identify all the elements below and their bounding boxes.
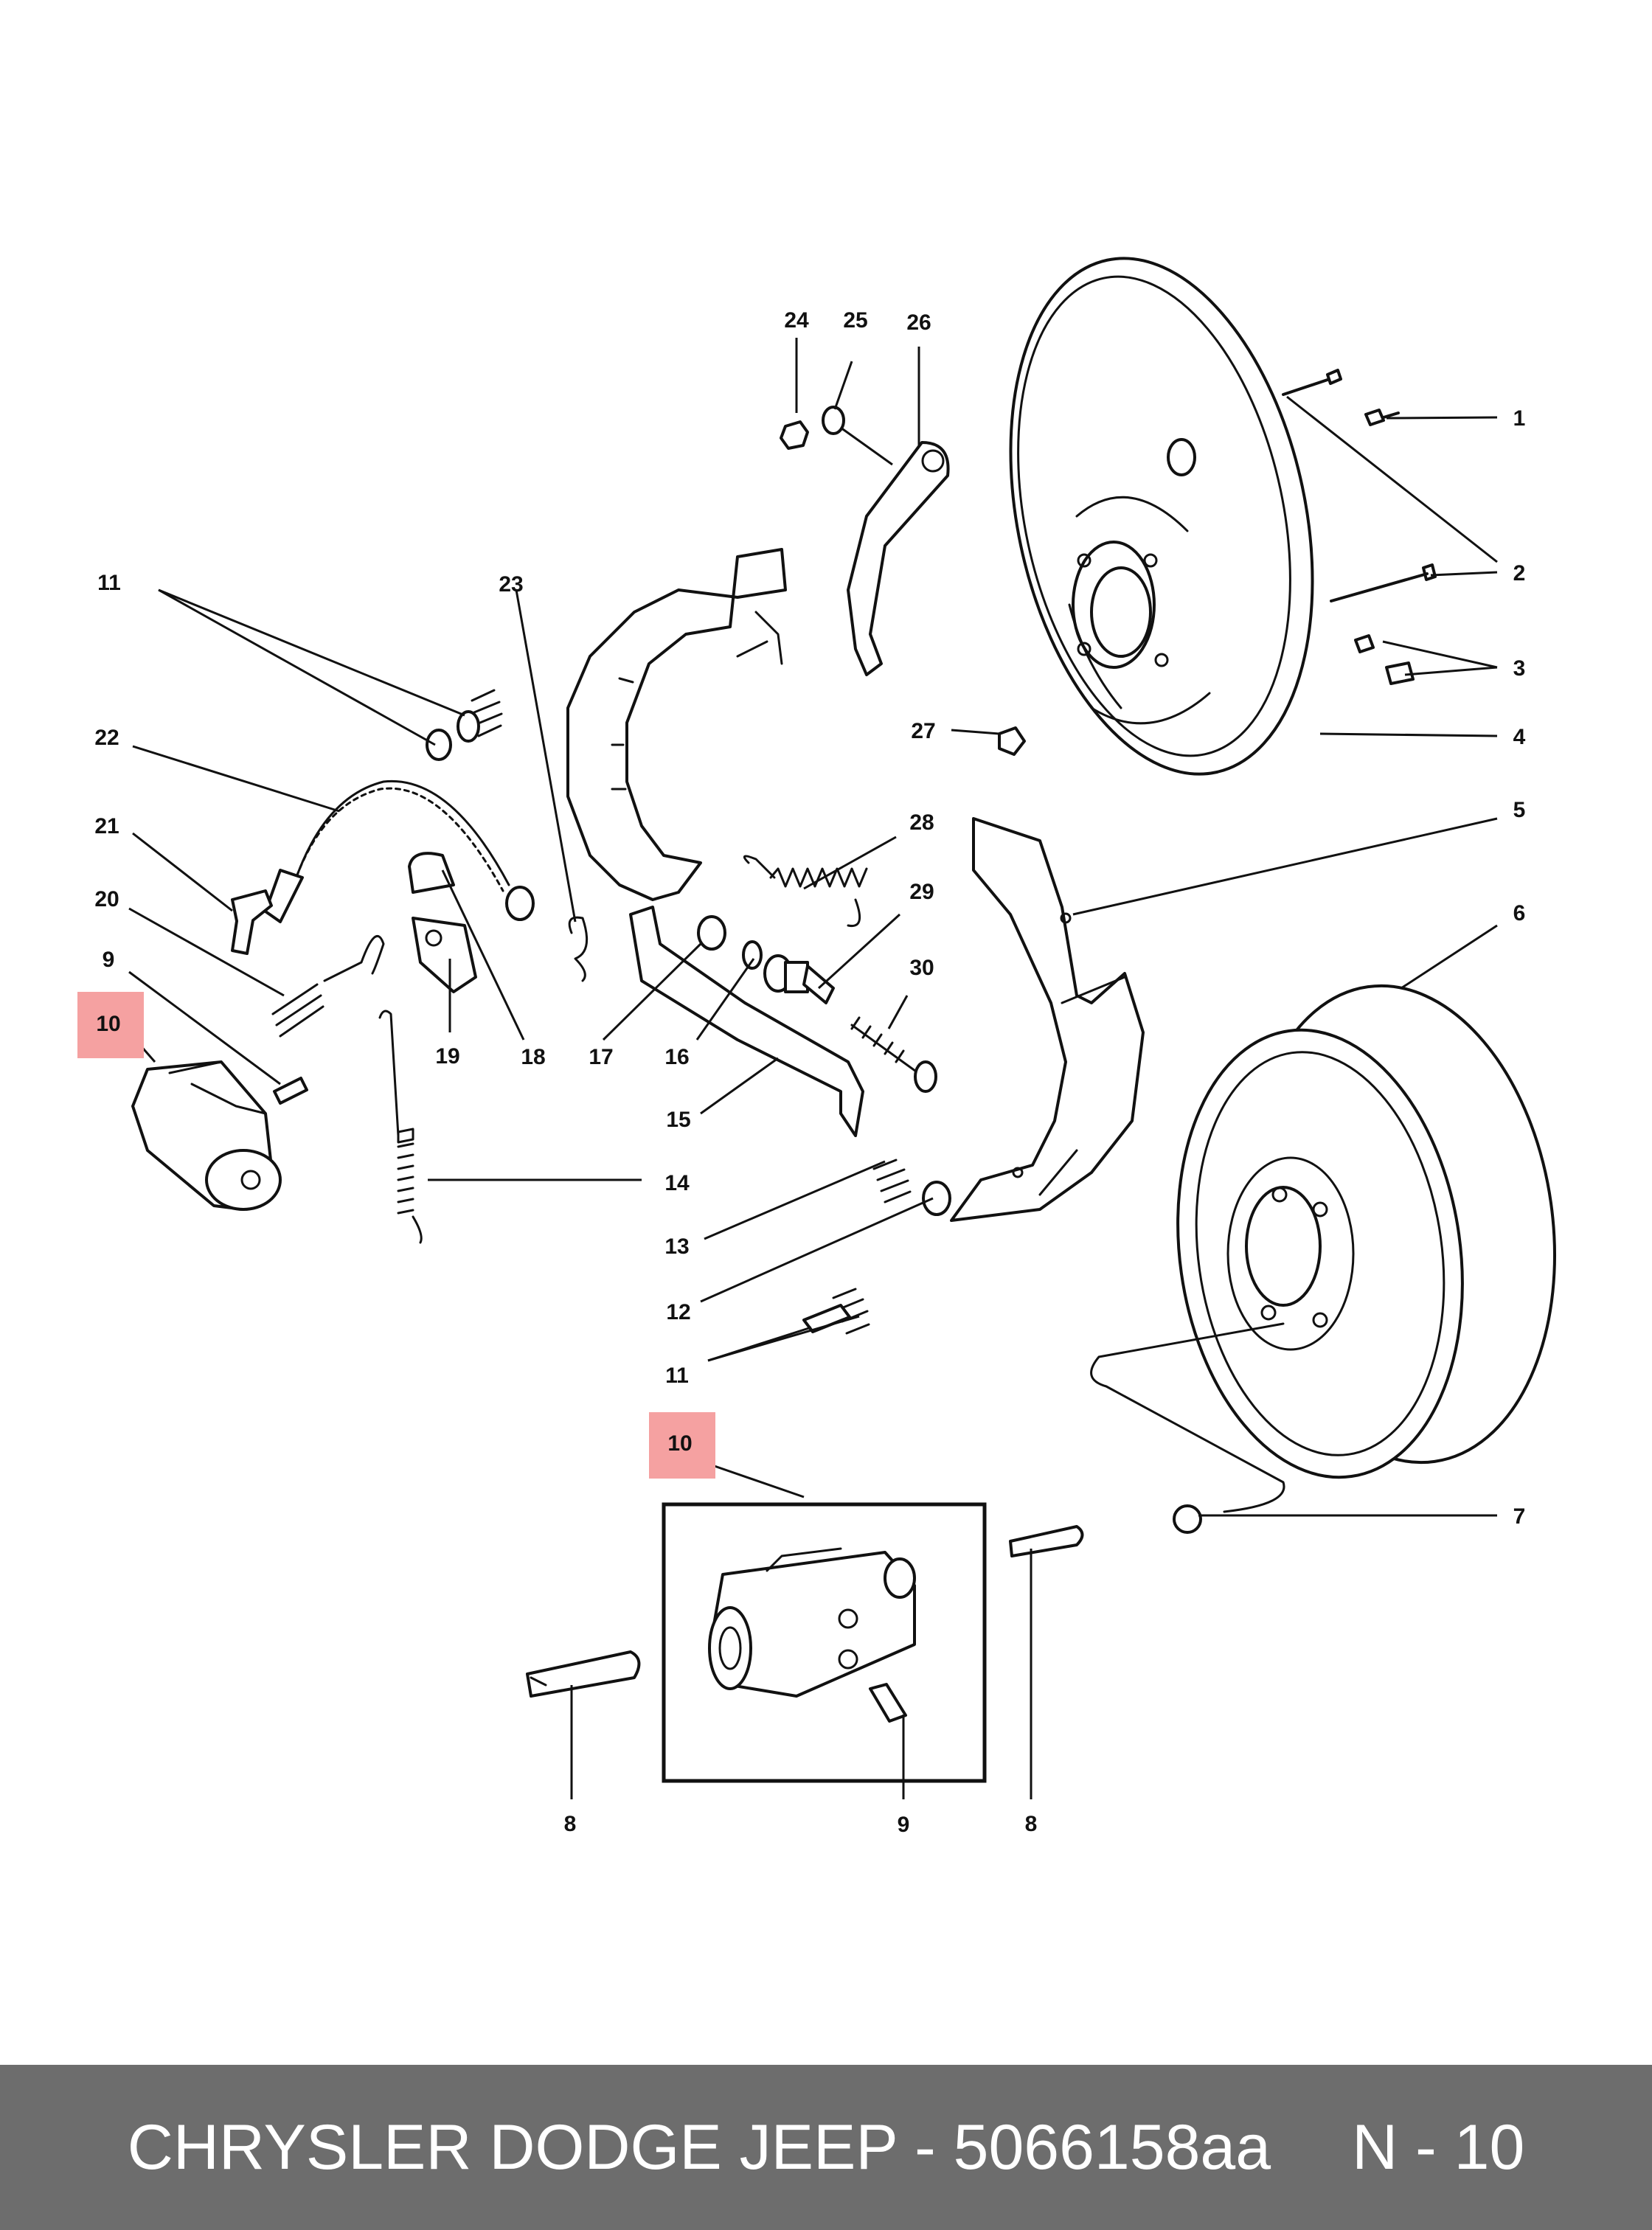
callout-13: 13 — [664, 1234, 689, 1259]
callout-3: 3 — [1513, 656, 1526, 681]
callout-18: 18 — [521, 1045, 545, 1069]
callout-5: 5 — [1513, 798, 1526, 822]
nut-washer-part — [780, 406, 845, 450]
footer-bar: CHRYSLER DODGE JEEP - 5066158aa N - 10 — [0, 2065, 1652, 2230]
adjuster-cable-spring-part — [271, 934, 385, 1038]
bleeder-screw-part — [273, 1077, 308, 1105]
callout-16: 16 — [664, 1045, 689, 1069]
clip-part — [998, 726, 1026, 756]
callout-20: 20 — [94, 887, 119, 911]
callout-22: 22 — [94, 726, 119, 750]
callout-29: 29 — [909, 880, 934, 904]
highlight-callout-10-upper — [77, 992, 144, 1058]
highlight-callout-10-lower — [649, 1412, 715, 1479]
callout-15: 15 — [666, 1108, 690, 1132]
callout-8b: 8 — [1025, 1812, 1038, 1836]
callout-21: 21 — [94, 814, 119, 838]
retaining-clip-part — [1090, 1322, 1285, 1534]
wheel-cylinder-box — [662, 1502, 987, 1783]
callout-24: 24 — [784, 308, 809, 333]
callout-2: 2 — [1513, 561, 1526, 586]
footer-brand-part-number: CHRYSLER DODGE JEEP - 5066158aa — [127, 2111, 1271, 2183]
strut-lever-part — [629, 906, 864, 1137]
callout-9b: 9 — [898, 1813, 910, 1837]
callout-10b: 10 — [667, 1431, 692, 1456]
callout-17: 17 — [589, 1045, 613, 1069]
callout-10a: 10 — [96, 1012, 120, 1036]
wheel-cylinder-upper-part — [131, 1060, 282, 1211]
callout-7: 7 — [1513, 1504, 1526, 1529]
callout-12: 12 — [666, 1300, 690, 1324]
small-fasteners-part — [1282, 369, 1437, 685]
spring-cup-upper-part — [426, 689, 503, 761]
callout-30: 30 — [909, 956, 934, 980]
brake-drum-part — [1176, 984, 1556, 1479]
footer-page-ref: N - 10 — [1352, 2111, 1525, 2183]
callout-25: 25 — [843, 308, 867, 333]
push-rod-pins-part — [526, 1525, 1084, 1698]
hold-down-spring-part — [872, 1159, 951, 1216]
hold-down-pin-part — [568, 916, 589, 982]
callout-14: 14 — [664, 1171, 690, 1195]
guide-plate-part — [408, 852, 477, 993]
callout-28: 28 — [909, 810, 934, 835]
callout-8a: 8 — [564, 1812, 577, 1836]
parking-brake-lever-part — [847, 441, 950, 676]
brake-exploded-diagram: 1 2 3 4 5 6 7 8 8 9 9 10 10 11 11 12 13 … — [77, 257, 1556, 1837]
backing-plate-part — [1009, 257, 1314, 776]
callout-6: 6 — [1513, 901, 1526, 925]
return-spring-part — [743, 855, 868, 928]
callout-19: 19 — [435, 1044, 459, 1069]
callout-labels: 1 2 3 4 5 6 7 8 8 9 9 10 10 11 11 12 13 … — [94, 308, 1525, 1837]
brake-shoe-right-part — [950, 817, 1145, 1222]
adjuster-part — [763, 954, 937, 1093]
cable-bracket-part — [231, 889, 273, 955]
spring-cup-lower-part — [802, 1288, 870, 1335]
brake-shoe-left-part — [566, 548, 787, 901]
callout-23: 23 — [499, 572, 523, 597]
leader-lines — [128, 338, 1498, 1799]
callout-11b: 11 — [665, 1364, 689, 1388]
parking-cable-part — [264, 779, 535, 923]
callout-9a: 9 — [103, 948, 115, 972]
callout-4: 4 — [1513, 725, 1526, 749]
callout-1: 1 — [1513, 406, 1526, 431]
callout-26: 26 — [906, 310, 931, 335]
return-spring-lower-part — [378, 1010, 423, 1244]
callout-27: 27 — [911, 719, 935, 743]
callout-11a: 11 — [97, 571, 121, 595]
